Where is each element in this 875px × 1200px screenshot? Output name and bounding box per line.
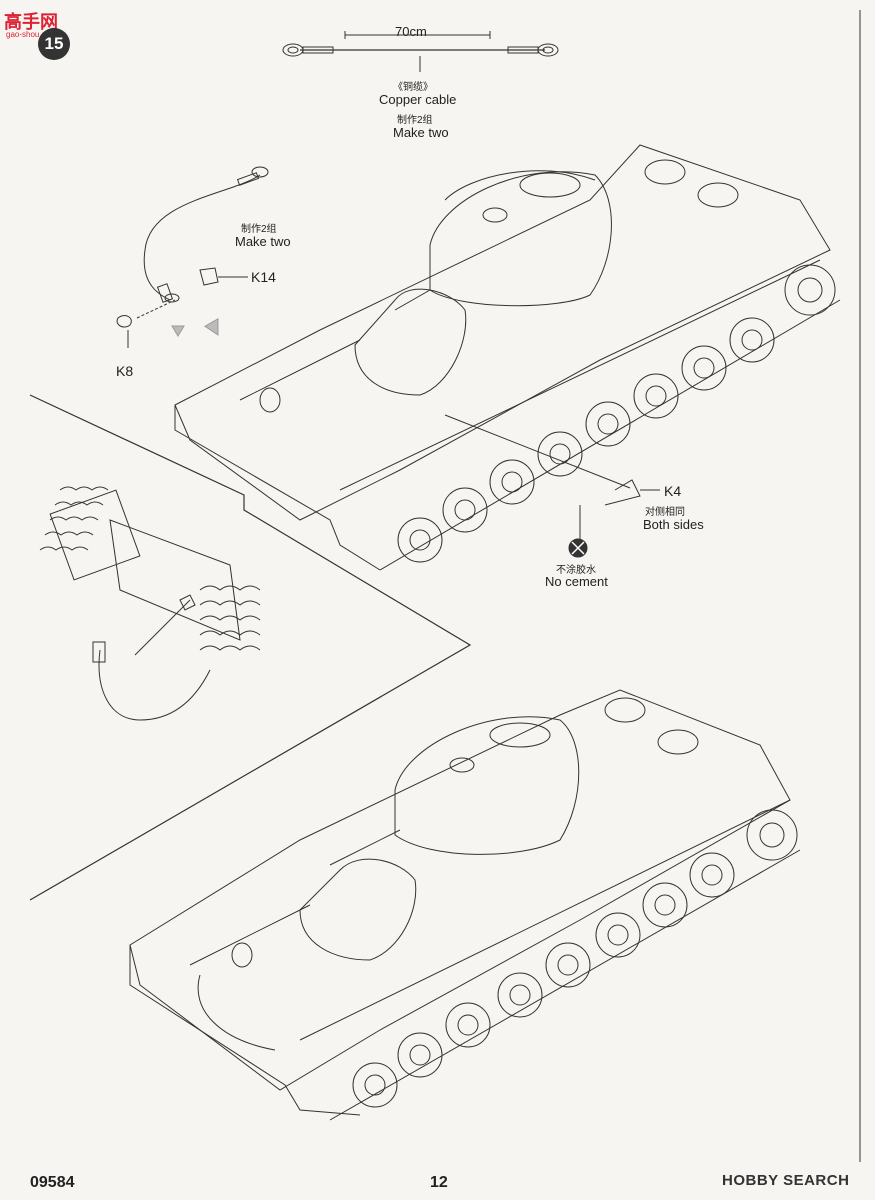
copper-cable-top: [282, 31, 559, 72]
watermark-logo: 高手网: [4, 12, 58, 32]
brand-logo: HOBBY SEARCH: [722, 1172, 850, 1189]
cable-left-qty-cn: 制作2组: [241, 224, 277, 235]
watermark-url: gao-shou.com: [6, 30, 57, 39]
direction-arrows: [171, 317, 219, 337]
part-k8-label: K8: [116, 363, 134, 379]
tank-upper-illustration: [174, 144, 841, 571]
cable-name-en: Copper cable: [379, 92, 457, 107]
page-number: 12: [430, 1174, 448, 1191]
cable-length-label: 70cm: [395, 24, 427, 39]
part-k8-shape: [116, 299, 176, 348]
part-k14-label: K14: [251, 269, 276, 285]
no-cement-en: No cement: [545, 574, 608, 589]
cable-qty-en: Make two: [393, 125, 449, 140]
cable-qty-cn: 制作2组: [397, 115, 433, 126]
step-number-badge: 15: [38, 28, 70, 60]
kit-number: 09584: [30, 1174, 75, 1191]
both-sides-en: Both sides: [643, 517, 704, 532]
cable-left-qty-en: Make two: [235, 234, 291, 249]
both-sides-cn: 对侧相同: [645, 507, 685, 518]
cable-name-cn: 《铜缆》: [393, 82, 433, 93]
part-k4-label: K4: [664, 483, 682, 499]
inset-frame: [29, 394, 472, 901]
no-cement-cn: 不涂胶水: [556, 565, 596, 576]
inset-detail: [39, 486, 261, 721]
no-cement-icon: [568, 538, 588, 558]
part-k14-shape: [199, 267, 248, 286]
tank-lower-illustration: [129, 689, 801, 1121]
copper-cable-left: [143, 166, 269, 303]
